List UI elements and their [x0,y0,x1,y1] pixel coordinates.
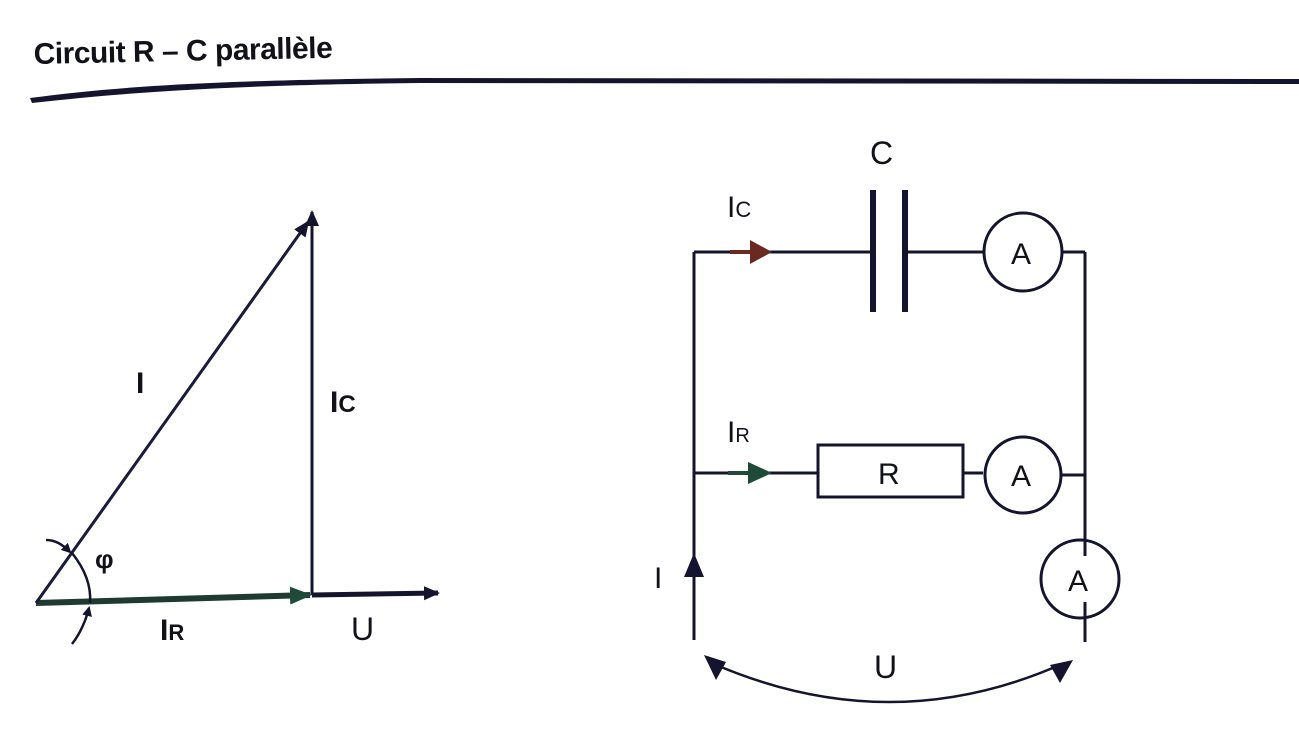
ic-arrow-icon [750,240,772,264]
label-circuit-ir: IR [727,416,750,449]
label-u: U [351,611,374,647]
resistor [816,443,965,499]
phi-arc-arrow-bottom-icon [71,606,92,645]
label-ammeter-3: A [1068,565,1088,598]
ir-vector [35,586,312,606]
label-ir: IR [160,614,184,647]
u-vector [311,586,440,601]
u-voltage-arc [713,662,1063,704]
u-arrow-left-icon [704,655,726,680]
ir-arrow-icon [748,462,772,484]
circuit-current-arrows [684,240,1073,704]
i-vector [34,220,310,604]
ammeter-main-line [1039,538,1121,620]
i-arrow-icon [684,553,704,577]
phi-arc-arrow-top-icon [45,538,72,554]
label-i: I [136,367,144,400]
label-ic: IC [330,386,356,419]
phasor-diagram: I IC φ IR U [34,210,440,647]
circuit-schematic [692,190,1121,642]
label-ammeter-1: A [1011,238,1031,271]
phi-angle-arc [71,552,92,604]
label-circuit-ic: IC [727,191,751,224]
label-phi: φ [95,544,114,574]
label-r: R [878,458,900,491]
u-arrow-right-icon [1050,660,1073,683]
circuit-labels: C IC A IR R A A I U [654,135,1088,685]
title-underline [30,78,1299,103]
label-circuit-u: U [874,649,897,685]
label-circuit-i: I [654,562,662,595]
label-c: C [870,135,893,171]
label-ammeter-2: A [1011,460,1031,493]
